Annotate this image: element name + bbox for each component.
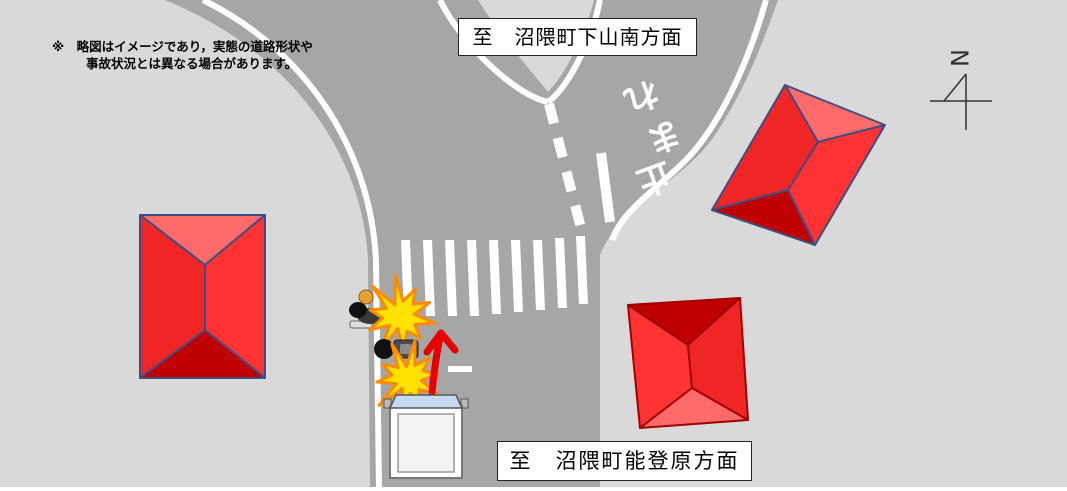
island-edge-line-right bbox=[546, 0, 603, 105]
north-compass: N bbox=[930, 49, 992, 130]
road-edge-line-east-branch bbox=[609, 0, 769, 242]
roof-facet bbox=[639, 387, 749, 429]
cyclist-helmet bbox=[358, 289, 374, 305]
arrow-shaft bbox=[428, 334, 444, 396]
house-west bbox=[139, 214, 266, 379]
motorcycle-seat bbox=[400, 344, 412, 354]
accident-scene bbox=[349, 274, 469, 479]
house-southeast bbox=[627, 297, 749, 429]
motorcyclist-helmet bbox=[374, 339, 394, 359]
stop-line-south bbox=[448, 366, 472, 372]
roof-facet bbox=[711, 189, 816, 246]
destination-sign-north: 至 沼隈町下山南方面 bbox=[458, 18, 697, 56]
road-edge-line-west bbox=[201, 0, 382, 488]
crosswalk-stripe bbox=[511, 240, 523, 312]
house-northeast bbox=[711, 84, 886, 246]
truck-cargo-bed bbox=[397, 413, 455, 473]
center-line-dashed bbox=[544, 102, 587, 234]
crosswalk-stripe bbox=[576, 236, 588, 304]
truck-windshield bbox=[388, 394, 464, 409]
crosswalk bbox=[401, 236, 588, 316]
stop-line-branch bbox=[596, 152, 615, 223]
roof-facet bbox=[139, 329, 266, 379]
cyclist-head bbox=[349, 302, 367, 318]
destination-sign-south: 至 沼隈町能登原方面 bbox=[497, 441, 752, 481]
compass-north-label: N bbox=[945, 49, 973, 67]
crosswalk-stripe bbox=[445, 240, 457, 316]
crosswalk-stripe bbox=[489, 240, 501, 314]
island-edge-line-left bbox=[437, 0, 549, 105]
crosswalk-stripe bbox=[555, 238, 567, 308]
crosswalk-stripe bbox=[467, 240, 479, 316]
side-mirror bbox=[460, 398, 469, 409]
crosswalk-stripe bbox=[423, 240, 435, 316]
disclaimer-line-2: 事故状況とは異なる場合があります。 bbox=[86, 56, 298, 71]
collision-burst-icon bbox=[368, 274, 437, 355]
truck-icon bbox=[383, 394, 469, 479]
crosswalk-stripe bbox=[533, 240, 545, 310]
disclaimer-line-1: ※ 略図はイメージであり，実態の道路形状や bbox=[52, 39, 313, 54]
compass-arrowhead-line bbox=[943, 73, 967, 102]
direction-arrow-icon bbox=[423, 329, 459, 396]
arrow-head bbox=[423, 329, 459, 356]
side-mirror bbox=[383, 398, 392, 409]
